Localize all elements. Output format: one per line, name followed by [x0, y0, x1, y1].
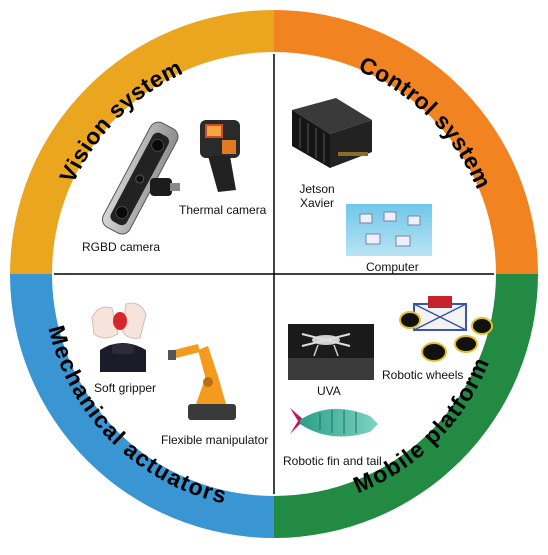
label-rgbd-camera: RGBD camera [82, 240, 161, 254]
wide-band-mechanical [12, 274, 274, 536]
label-jetson-xavier: Jetson Xavier [299, 182, 335, 210]
flexible-manipulator-image [168, 344, 236, 420]
soft-gripper-image [91, 302, 147, 372]
robotic-fin-tail-image [290, 408, 378, 437]
label-uva: UVA [317, 384, 341, 398]
label-computer: Computer [366, 260, 419, 274]
label-robotic-fin-tail: Robotic fin and tail [283, 454, 382, 468]
uva-image [288, 324, 374, 380]
label-thermal-camera: Thermal camera [179, 203, 267, 217]
label-soft-gripper: Soft gripper [94, 381, 157, 395]
wide-band-vision [12, 12, 274, 274]
label-flexible-manipulator: Flexible manipulator [161, 433, 269, 447]
computer-image [346, 204, 432, 256]
wide-band-mobile [274, 274, 536, 536]
rgbd-camera-image [101, 121, 180, 235]
label-robotic-wheels: Robotic wheels [382, 368, 464, 382]
thermal-camera-image [200, 120, 240, 192]
robotic-wheels-image [399, 296, 493, 362]
jetson-xavier-image [292, 98, 372, 168]
wide-band-control [274, 12, 536, 274]
